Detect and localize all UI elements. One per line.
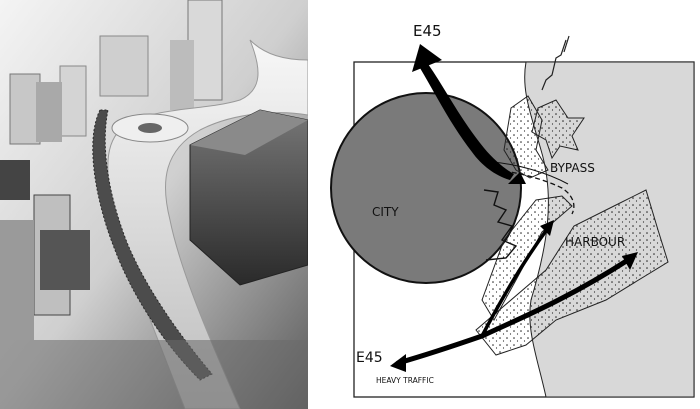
arrowhead-harbour	[622, 252, 638, 270]
label-e45-top: E45	[413, 22, 442, 40]
arrowhead-e45-top	[412, 44, 442, 72]
model-left-buildings	[0, 160, 90, 340]
arrow-e45-top	[420, 64, 514, 180]
bypass-zone-star	[531, 99, 585, 160]
model-towers	[9, 0, 223, 145]
label-e45-bottom: E45	[356, 350, 383, 366]
arrow-to-harbour	[479, 257, 631, 339]
label-bypass: BYPASS	[550, 161, 595, 175]
label-city: CITY	[372, 205, 399, 219]
label-harbour: HARBOUR	[565, 235, 625, 249]
arrowhead-channel	[540, 220, 554, 236]
coastline	[541, 35, 570, 91]
model-tree-line	[92, 109, 213, 381]
city-circle	[330, 92, 522, 284]
bypass-road	[495, 169, 575, 215]
arrow-to-channel	[480, 226, 550, 338]
arrowhead-e45-bottom	[390, 354, 406, 372]
arrowhead-bypass	[508, 172, 526, 184]
arrow-heavy-traffic	[395, 333, 485, 366]
model-photo	[0, 0, 308, 409]
traffic-sketch: E45 BYPASS CITY HARBOUR E45 HEAVY TRAFFI…	[330, 22, 695, 398]
label-heavy-traffic: HEAVY TRAFFIC	[376, 376, 434, 385]
harbour-zone	[475, 189, 669, 356]
